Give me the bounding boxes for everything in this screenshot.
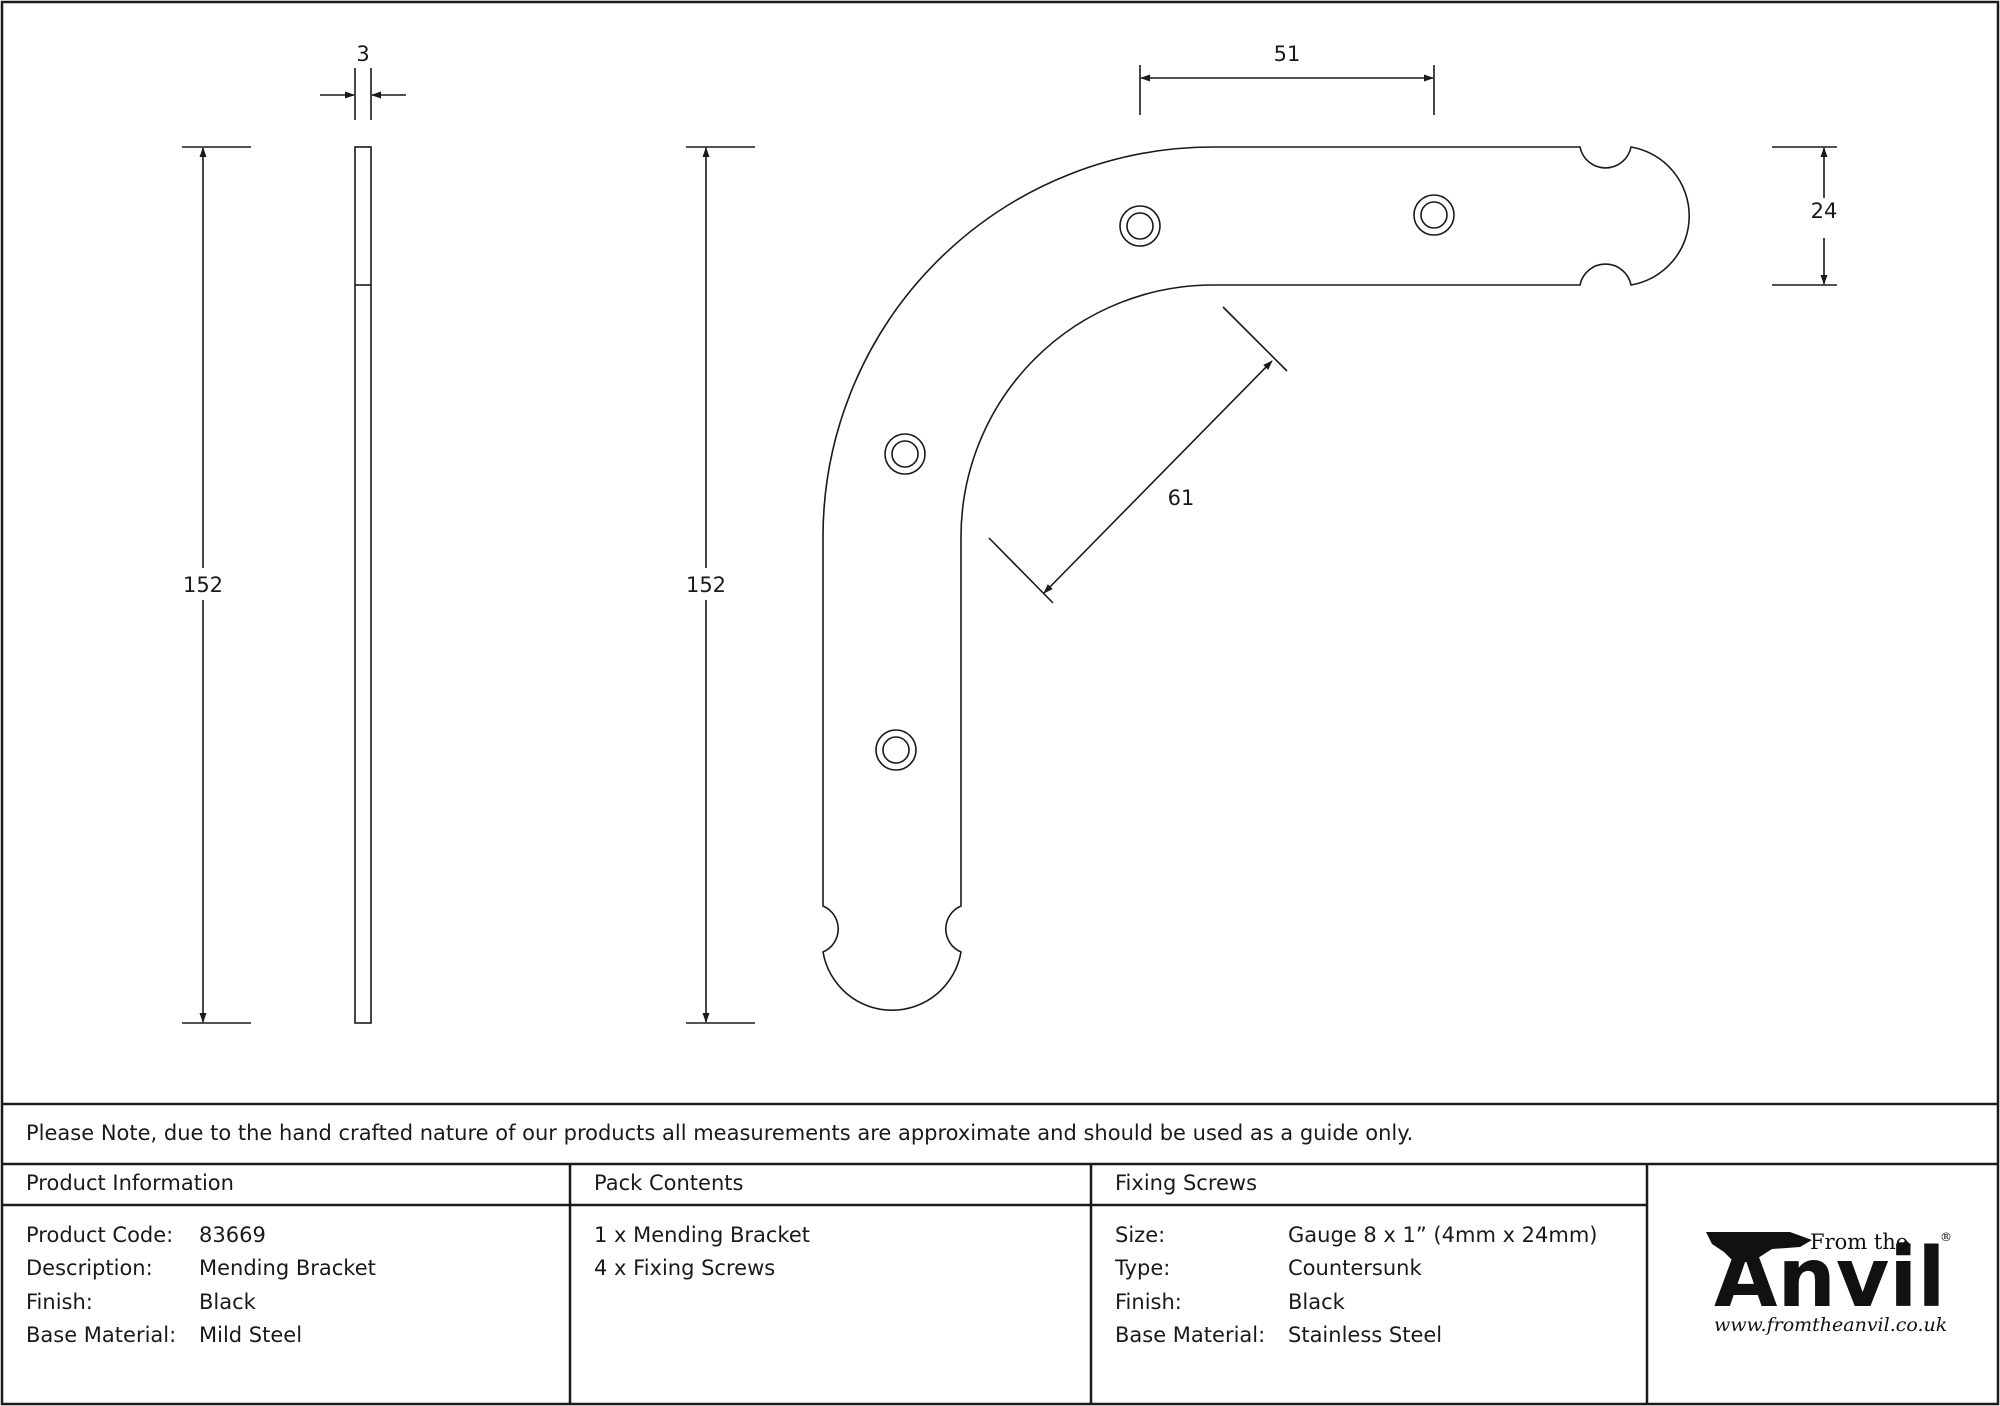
base-material-value: Mild Steel	[199, 1323, 303, 1347]
pack-contents-title: Pack Contents	[594, 1171, 744, 1195]
description-label: Description:	[26, 1256, 153, 1280]
arm-spacing-label: 51	[1274, 42, 1301, 66]
diagonal-label: 61	[1168, 486, 1195, 510]
anvil-logo-icon	[1706, 1232, 1812, 1262]
logo-diamond-icon	[1901, 1240, 1911, 1250]
side-height-label: 152	[183, 573, 223, 597]
finish-value: Black	[199, 1290, 256, 1314]
screw-type-value: Countersunk	[1288, 1256, 1422, 1280]
screw-material-label: Base Material:	[1115, 1323, 1266, 1347]
screw-hole-1-inner	[1126, 212, 1154, 240]
arm-width-label: 24	[1811, 199, 1838, 223]
side-view-profile	[354, 146, 372, 1024]
description-value: Mending Bracket	[199, 1256, 376, 1280]
screw-type-label: Type:	[1115, 1256, 1171, 1280]
screw-hole-4-outer	[875, 729, 917, 771]
base-material-label: Base Material:	[26, 1323, 177, 1347]
bracket-outline	[822, 146, 1690, 1011]
logo-url: www.fromtheanvil.co.uk	[1714, 1314, 1948, 1336]
screw-finish-label: Finish:	[1115, 1290, 1182, 1314]
logo-registered-mark: ®	[1940, 1230, 1952, 1244]
pack-item-screws: 4 x Fixing Screws	[594, 1256, 776, 1280]
screw-hole-1-outer	[1119, 205, 1161, 247]
product-code-value: 83669	[199, 1223, 266, 1247]
screw-material-value: Stainless Steel	[1288, 1323, 1443, 1347]
screw-hole-3-inner	[891, 440, 919, 468]
pack-item-bracket: 1 x Mending Bracket	[594, 1223, 810, 1247]
screw-size-label: Size:	[1115, 1223, 1166, 1247]
diagonal-ext-bottom	[988, 537, 1054, 604]
front-height-label: 152	[686, 573, 726, 597]
screw-hole-4-inner	[882, 736, 910, 764]
screw-hole-2-outer	[1413, 194, 1455, 236]
product-code-label: Product Code:	[26, 1223, 174, 1247]
diagonal-dim-line	[1043, 360, 1273, 594]
finish-label: Finish:	[26, 1290, 93, 1314]
fixing-screws-title: Fixing Screws	[1115, 1171, 1258, 1195]
measurement-note: Please Note, due to the hand crafted nat…	[26, 1121, 1414, 1145]
screw-hole-2-inner	[1420, 201, 1448, 229]
diagonal-ext-top	[1222, 306, 1288, 372]
thickness-label: 3	[356, 42, 369, 66]
product-info-title: Product Information	[26, 1171, 234, 1195]
screw-hole-3-outer	[884, 433, 926, 475]
screw-finish-value: Black	[1288, 1290, 1345, 1314]
screw-size-value: Gauge 8 x 1” (4mm x 24mm)	[1288, 1223, 1598, 1247]
logo-from-the: From the	[1810, 1230, 1909, 1254]
